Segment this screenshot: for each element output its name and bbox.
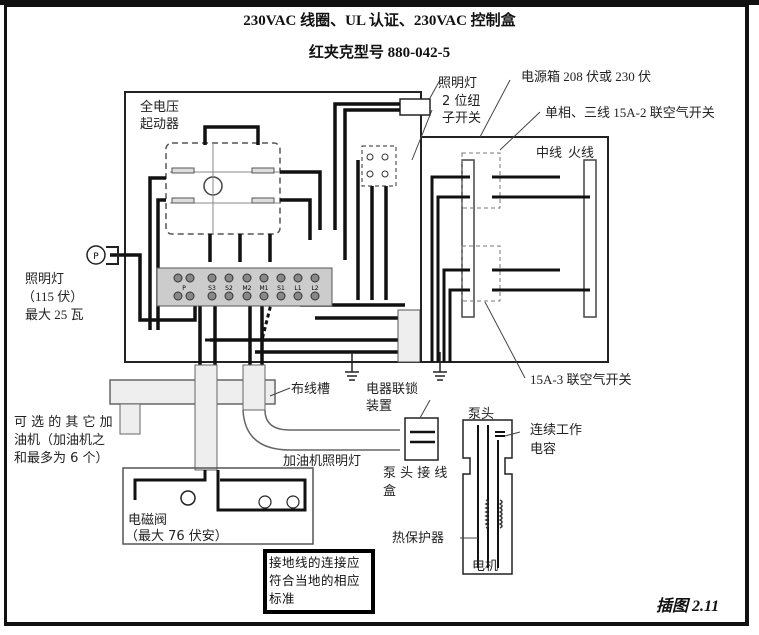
label-wire-trough: 布线槽 — [291, 382, 331, 397]
terminal-label: L2 — [311, 285, 318, 292]
lamp-symbol: P — [93, 252, 99, 262]
breaker-2pole — [461, 152, 501, 209]
diagram-title: 230VAC 线圈、UL 认证、230VAC 控制盒 — [243, 13, 516, 29]
label-run-capacitor-2: 电容 — [530, 442, 557, 457]
label-full-voltage-starter-2: 起动器 — [140, 117, 180, 132]
label-optional-dispensers-1: 可 选 的 其 它 加 — [14, 415, 113, 430]
ground-note-line-2: 符合当地的相应 — [269, 573, 361, 588]
label-motor: 电机 — [472, 559, 499, 574]
terminal-screw — [259, 273, 269, 283]
dispenser-light-2 — [286, 495, 300, 509]
label-optional-dispensers-2: 油机（加油机之 — [14, 433, 106, 448]
terminal-screw — [293, 291, 303, 301]
label-indicator-light: 照明灯 — [438, 76, 478, 91]
terminal-screw — [173, 273, 183, 283]
label-full-voltage-starter-1: 全电压 — [140, 100, 180, 115]
diagram-subtitle: 红夹克型号 880-042-5 — [308, 45, 451, 61]
label-lamp-1: 照明灯 — [25, 271, 65, 286]
terminal-screw — [224, 273, 234, 283]
label-run-capacitor-1: 连续工作 — [530, 423, 583, 438]
label-breaker-2pole: 单相、三线 15A-2 联空气开关 — [545, 105, 715, 120]
lamp-icon — [86, 245, 106, 265]
terminal-label: S3 — [208, 285, 216, 292]
label-pump-head: 泵头 — [468, 407, 495, 422]
ground-note: 接地线的连接应 符合当地的相应 标准 — [263, 549, 375, 614]
pump-junction-box — [404, 417, 439, 461]
terminal-screw — [185, 291, 195, 301]
label-solenoid-1: 电磁阀 — [128, 513, 168, 528]
terminal-label: L1 — [294, 285, 301, 292]
label-junction-box-1: 泵 头 接 线 — [383, 466, 448, 481]
indicator-light — [399, 98, 431, 116]
label-junction-box-2: 盒 — [383, 484, 397, 499]
label-dispenser-lights: 加油机照明灯 — [283, 454, 362, 469]
terminal-screw — [276, 291, 286, 301]
power-panel — [420, 136, 609, 363]
terminal-screw — [310, 291, 320, 301]
label-switch-2: 子开关 — [442, 111, 482, 126]
terminal-screw — [207, 273, 217, 283]
dispenser-light-1 — [258, 495, 272, 509]
label-solenoid-2: （最大 76 伏安） — [125, 529, 228, 544]
dispenser-box — [122, 467, 314, 545]
starter-outline — [165, 142, 281, 235]
label-breaker-3pole: 15A-3 联空气开关 — [530, 372, 632, 387]
label-power-panel: 电源箱 208 伏或 230 伏 — [521, 69, 652, 84]
terminal-screw — [293, 273, 303, 283]
ground-note-line-1: 接地线的连接应 — [269, 555, 361, 570]
label-lamp-3: 最大 25 瓦 — [25, 307, 84, 322]
terminal-label: M2 — [243, 285, 252, 292]
figure-caption: 插图 2.11 — [656, 598, 720, 615]
label-thermal-protector: 热保护器 — [392, 531, 445, 546]
solenoid-valve — [180, 490, 196, 506]
label-optional-dispensers-3: 和最多为 6 个） — [14, 451, 109, 466]
terminal-label: M1 — [260, 285, 269, 292]
ground-note-line-3: 标准 — [269, 591, 296, 606]
label-neutral: 中线 — [536, 146, 563, 161]
terminal-screw — [185, 273, 195, 283]
terminal-screw — [259, 291, 269, 301]
label-switch-1: 2 位纽 — [442, 94, 481, 109]
terminal-screw — [173, 291, 183, 301]
label-hot: 火线 — [568, 146, 595, 161]
label-interlock-1: 电器联锁 — [366, 382, 419, 397]
label-lamp-2: （115 伏） — [22, 289, 84, 304]
breaker-3pole — [461, 245, 501, 302]
terminal-screw — [242, 273, 252, 283]
terminal-screw — [310, 273, 320, 283]
terminal-screw — [276, 273, 286, 283]
label-interlock-2: 装置 — [366, 399, 393, 414]
terminal-screw — [224, 291, 234, 301]
terminal-label: S2 — [225, 285, 233, 292]
switch-outline — [361, 145, 397, 187]
terminal-label: P — [182, 285, 186, 292]
figure-frame — [4, 4, 749, 626]
terminal-screw — [242, 291, 252, 301]
terminal-screw — [207, 291, 217, 301]
top-border — [0, 0, 759, 5]
terminal-label: S1 — [277, 285, 285, 292]
